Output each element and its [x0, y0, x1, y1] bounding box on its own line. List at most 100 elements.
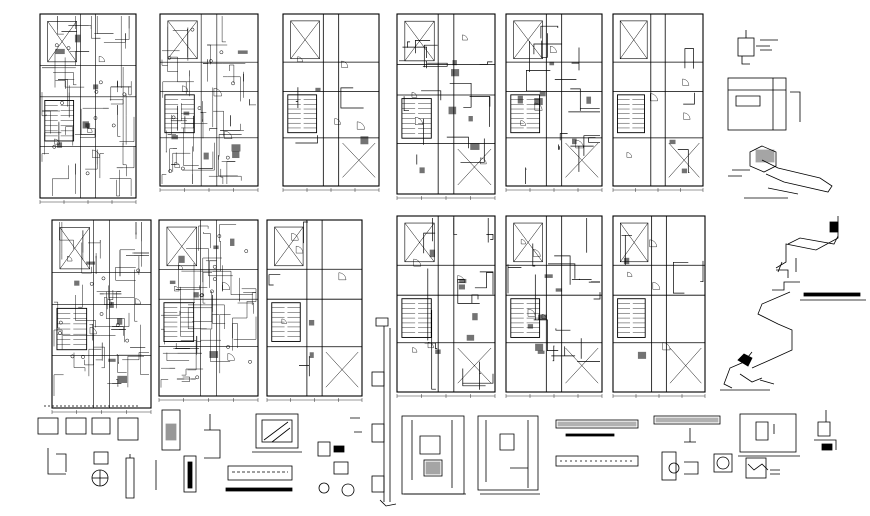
- electrical-symbol: [70, 354, 75, 359]
- electrical-symbol: [81, 355, 85, 359]
- service-run: [99, 153, 104, 179]
- service-run: [58, 79, 75, 107]
- door-swing: [334, 118, 341, 125]
- electrical-symbol: [212, 277, 217, 281]
- service-run: [196, 339, 221, 342]
- fixture: [572, 138, 577, 145]
- service-run: [683, 92, 695, 105]
- electrical-symbol: [89, 281, 94, 286]
- fixture: [82, 121, 89, 129]
- service-run: [181, 376, 190, 382]
- service-run: [203, 232, 211, 249]
- service-run: [186, 248, 233, 277]
- door-swing: [682, 78, 690, 86]
- service-run: [119, 116, 135, 142]
- plan-r2-5: [505, 215, 603, 398]
- service-run: [106, 291, 125, 343]
- service-run: [167, 26, 178, 72]
- service-run: [53, 329, 63, 350]
- service-run: [462, 368, 486, 387]
- plan-outline: [396, 13, 496, 195]
- door-swing: [652, 282, 661, 290]
- door-swing: [356, 121, 365, 130]
- plan-outline: [51, 219, 152, 409]
- electrical-symbol: [200, 293, 205, 297]
- service-run: [209, 128, 218, 131]
- service-run: [551, 346, 576, 357]
- void-cross: [565, 142, 599, 178]
- service-run: [116, 169, 120, 197]
- service-run: [593, 292, 601, 300]
- door-swing: [415, 117, 423, 125]
- service-run: [559, 133, 568, 141]
- plan-r1-6: [612, 13, 704, 192]
- fixture: [435, 349, 441, 354]
- door-swing: [520, 239, 526, 245]
- service-run: [182, 142, 215, 171]
- fixture: [466, 334, 475, 341]
- service-run: [53, 374, 64, 396]
- service-run: [673, 261, 689, 294]
- electrical-symbol: [219, 50, 224, 55]
- service-run: [268, 274, 281, 286]
- electrical-symbol: [99, 312, 104, 316]
- plan-r2-1: [51, 219, 152, 414]
- service-run: [78, 284, 83, 308]
- service-run: [93, 346, 105, 369]
- door-swing: [135, 298, 141, 305]
- service-run: [479, 361, 481, 390]
- service-run: [94, 16, 114, 34]
- service-run: [119, 249, 135, 277]
- plan-r1-3: [282, 13, 380, 192]
- fixture: [74, 280, 80, 286]
- service-run: [213, 110, 224, 137]
- service-run: [525, 167, 527, 184]
- service-run: [202, 272, 212, 304]
- service-run: [109, 178, 132, 196]
- door-swing: [98, 56, 105, 62]
- service-run: [75, 295, 96, 328]
- electrical-symbol: [210, 289, 214, 294]
- fixture: [169, 280, 176, 285]
- fixture: [534, 98, 543, 106]
- service-run: [122, 142, 127, 177]
- service-run: [243, 292, 256, 306]
- door-swing: [281, 318, 287, 324]
- fixture: [183, 111, 190, 116]
- fixture: [117, 375, 128, 383]
- service-run: [212, 294, 226, 324]
- service-run: [128, 81, 132, 96]
- electrical-symbol: [181, 166, 185, 171]
- electrical-symbol: [168, 169, 173, 173]
- service-run: [474, 272, 493, 289]
- service-run: [526, 70, 551, 92]
- electrical-symbol: [111, 123, 116, 128]
- service-run: [41, 153, 49, 162]
- fixture: [458, 284, 465, 290]
- electrical-symbol: [190, 27, 195, 32]
- void-cross: [457, 347, 492, 384]
- service-run: [64, 57, 85, 88]
- service-run: [469, 96, 490, 127]
- service-run: [96, 291, 122, 309]
- service-run: [221, 161, 236, 184]
- service-run: [161, 59, 168, 66]
- fixture: [555, 288, 563, 292]
- service-run: [570, 145, 594, 172]
- door-swing: [297, 56, 303, 62]
- fixture: [470, 143, 480, 150]
- void-cross: [457, 148, 492, 186]
- service-run: [423, 232, 436, 254]
- service-run: [533, 43, 562, 55]
- void-cross: [290, 20, 320, 59]
- electrical-symbol: [212, 264, 217, 269]
- service-run: [193, 263, 195, 303]
- service-run: [106, 290, 114, 310]
- floor-plans-row-1: [39, 13, 704, 204]
- service-run: [196, 335, 198, 356]
- fixture: [517, 95, 523, 104]
- plan-r1-1: [39, 13, 137, 204]
- electrical-symbol: [94, 90, 99, 94]
- void-shaft: [274, 226, 304, 267]
